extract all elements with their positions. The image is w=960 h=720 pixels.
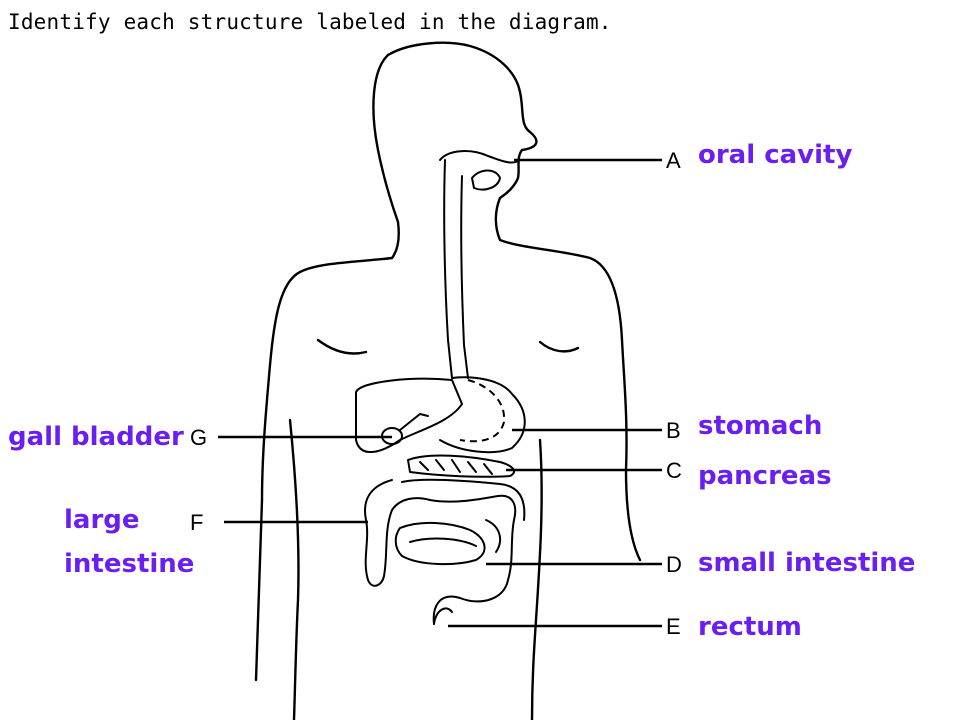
instruction-text: Identify each structure labeled in the d… — [8, 10, 612, 34]
answer-oral-cavity: oral cavity — [698, 140, 853, 170]
label-letter-d: D — [666, 552, 682, 577]
label-letter-f: F — [190, 510, 203, 535]
digestive-organs — [355, 150, 526, 625]
answer-stomach: stomach — [698, 411, 823, 441]
label-letter-c: C — [666, 458, 682, 483]
body-outline — [254, 41, 642, 720]
answer-gall-bladder: gall bladder — [8, 422, 184, 452]
answer-rectum: rectum — [698, 612, 802, 642]
label-letter-a: A — [666, 148, 681, 173]
answer-small-intestine: small intestine — [698, 548, 916, 578]
answer-large-intestine: large intestine — [64, 505, 195, 579]
label-letter-g: G — [190, 425, 207, 450]
answer-pancreas: pancreas — [698, 461, 832, 491]
label-letter-b: B — [666, 418, 681, 443]
label-letter-e: E — [666, 614, 681, 639]
leader-lines — [218, 158, 662, 628]
